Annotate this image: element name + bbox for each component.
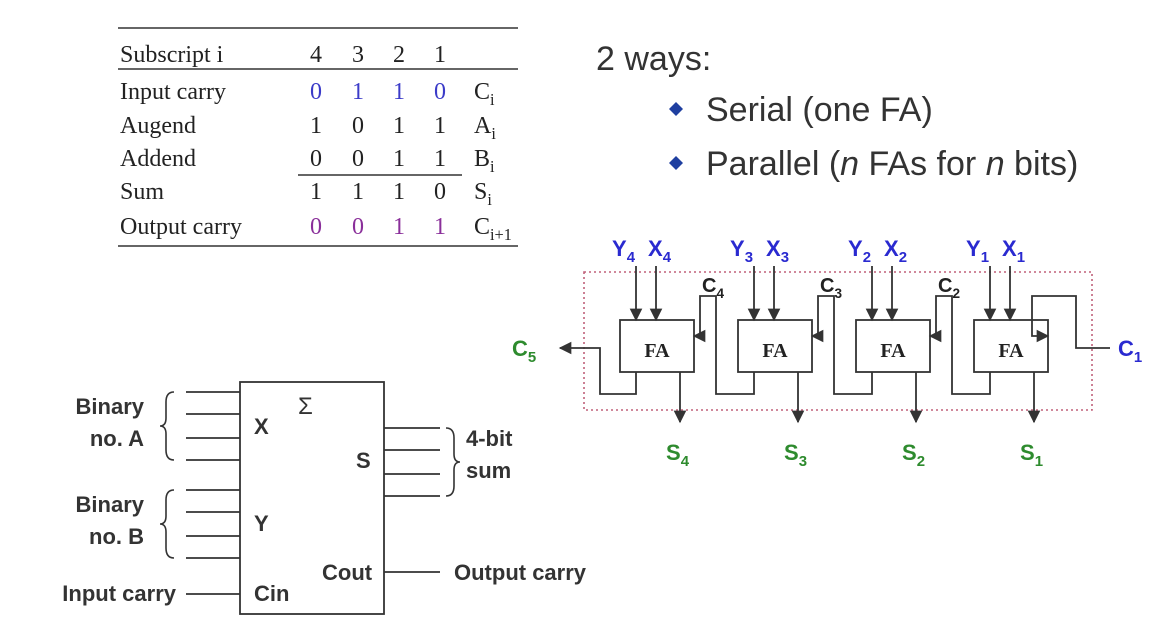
full-adder-box <box>619 319 695 373</box>
table-cell: 1 <box>352 179 364 205</box>
adder-block-symbol: Binary no. A Binary no. B X Y Σ S Cin Co… <box>62 381 587 615</box>
stage-x-label: X2 <box>884 236 907 266</box>
stage-sum-label: S2 <box>902 440 925 470</box>
table-header-col: 4 <box>310 42 322 68</box>
carry-in-label: C1 <box>1118 336 1142 366</box>
table-header-label: Subscript i <box>120 42 224 68</box>
stage-x-label: X3 <box>766 236 789 266</box>
table-cell: 1 <box>310 179 322 205</box>
stage-carry-wire <box>810 295 873 395</box>
carry-in-wire <box>1031 295 1110 349</box>
table-row-symbol: Bi <box>474 146 495 176</box>
full-adder-label: FA <box>998 340 1024 362</box>
full-adder-label: FA <box>762 340 788 362</box>
table-cell: 0 <box>352 146 364 172</box>
block-s-label: S <box>356 448 371 473</box>
brace-sum <box>445 427 461 497</box>
group-b-line1: Binary <box>76 492 145 517</box>
ways-item-serial: Serial (one FA) <box>706 91 933 129</box>
bullet-diamond-icon <box>669 156 683 170</box>
table-cell: 1 <box>393 214 405 240</box>
table-header-col: 3 <box>352 42 364 68</box>
stage-y-label: Y4 <box>612 236 636 266</box>
table-cell: 1 <box>393 146 405 172</box>
stage-carry-label: C3 <box>820 275 842 301</box>
table-header-col: 1 <box>434 42 446 68</box>
sum-label-line2: sum <box>466 458 511 483</box>
table-row-symbol: Ci+1 <box>474 214 512 244</box>
table-cell: 1 <box>393 79 405 105</box>
table-header-col: 2 <box>393 42 405 68</box>
ways-list: 2 ways: Serial (one FA) Parallel (n FAs … <box>596 40 1078 183</box>
stage-x-label: X1 <box>1002 236 1025 266</box>
block-cout-label: Cout <box>322 560 373 585</box>
stage-carry-label: C4 <box>702 275 724 301</box>
table-row-symbol: Ai <box>474 113 496 143</box>
stage-x-label: X4 <box>648 236 672 266</box>
bullet-diamond-icon <box>669 102 683 116</box>
table-cell: 0 <box>310 146 322 172</box>
table-row-label: Input carry <box>120 79 226 105</box>
group-b-line2: no. B <box>89 524 144 549</box>
stage-y-label: Y3 <box>730 236 753 266</box>
stage-carry-wire <box>692 295 755 395</box>
stage-sum-label: S3 <box>784 440 807 470</box>
full-adder-box <box>855 319 931 373</box>
stage-y-label: Y1 <box>966 236 989 266</box>
table-cell: 1 <box>393 113 405 139</box>
table-cell: 0 <box>434 79 446 105</box>
ways-title: 2 ways: <box>596 40 711 78</box>
brace-b <box>159 489 175 559</box>
table-cell: 0 <box>434 179 446 205</box>
table-cell: 1 <box>434 214 446 240</box>
carry-table: Subscript i 4 3 2 1 Input carry 0 1 1 0 CiAug… <box>118 27 518 247</box>
table-row-symbol: Si <box>474 179 492 209</box>
table-row-label: Sum <box>120 179 164 205</box>
group-a-line2: no. A <box>90 426 144 451</box>
stage-sum-label: S4 <box>666 440 690 470</box>
table-row-symbol: Ci <box>474 79 495 109</box>
stage-carry-label: C2 <box>938 275 960 301</box>
stage-carry-wire <box>928 295 991 395</box>
block-cin-label: Cin <box>254 581 289 606</box>
brace-a <box>159 391 175 461</box>
stage-y-label: Y2 <box>848 236 871 266</box>
table-cell: 1 <box>310 113 322 139</box>
table-row-label: Augend <box>120 113 196 139</box>
table-cell: 0 <box>310 214 322 240</box>
ways-item-parallel: Parallel (n FAs for n bits) <box>706 145 1078 183</box>
table-cell: 0 <box>352 214 364 240</box>
group-a-line1: Binary <box>76 394 145 419</box>
adder-block-box <box>239 381 385 615</box>
table-cell: 1 <box>434 146 446 172</box>
input-carry-label: Input carry <box>62 581 176 606</box>
block-x-label: X <box>254 414 269 439</box>
table-cell: 1 <box>352 79 364 105</box>
table-cell: 1 <box>393 179 405 205</box>
table-row-label: Output carry <box>120 214 242 240</box>
full-adder-box <box>973 319 1049 373</box>
table-cell: 1 <box>434 113 446 139</box>
table-cell: 0 <box>352 113 364 139</box>
full-adder-box <box>737 319 813 373</box>
full-adder-label: FA <box>644 340 670 362</box>
carry-out-label: C5 <box>512 336 536 366</box>
adder-outline <box>583 271 1093 411</box>
table-row-label: Addend <box>120 146 196 172</box>
carry-out-wire <box>558 341 637 395</box>
stage-sum-label: S1 <box>1020 440 1043 470</box>
full-adder-label: FA <box>880 340 906 362</box>
block-y-label: Y <box>254 511 269 536</box>
output-carry-label: Output carry <box>454 560 587 585</box>
sum-label-line1: 4-bit <box>466 426 513 451</box>
block-sigma-label: Σ <box>298 393 313 420</box>
table-cell: 0 <box>310 79 322 105</box>
